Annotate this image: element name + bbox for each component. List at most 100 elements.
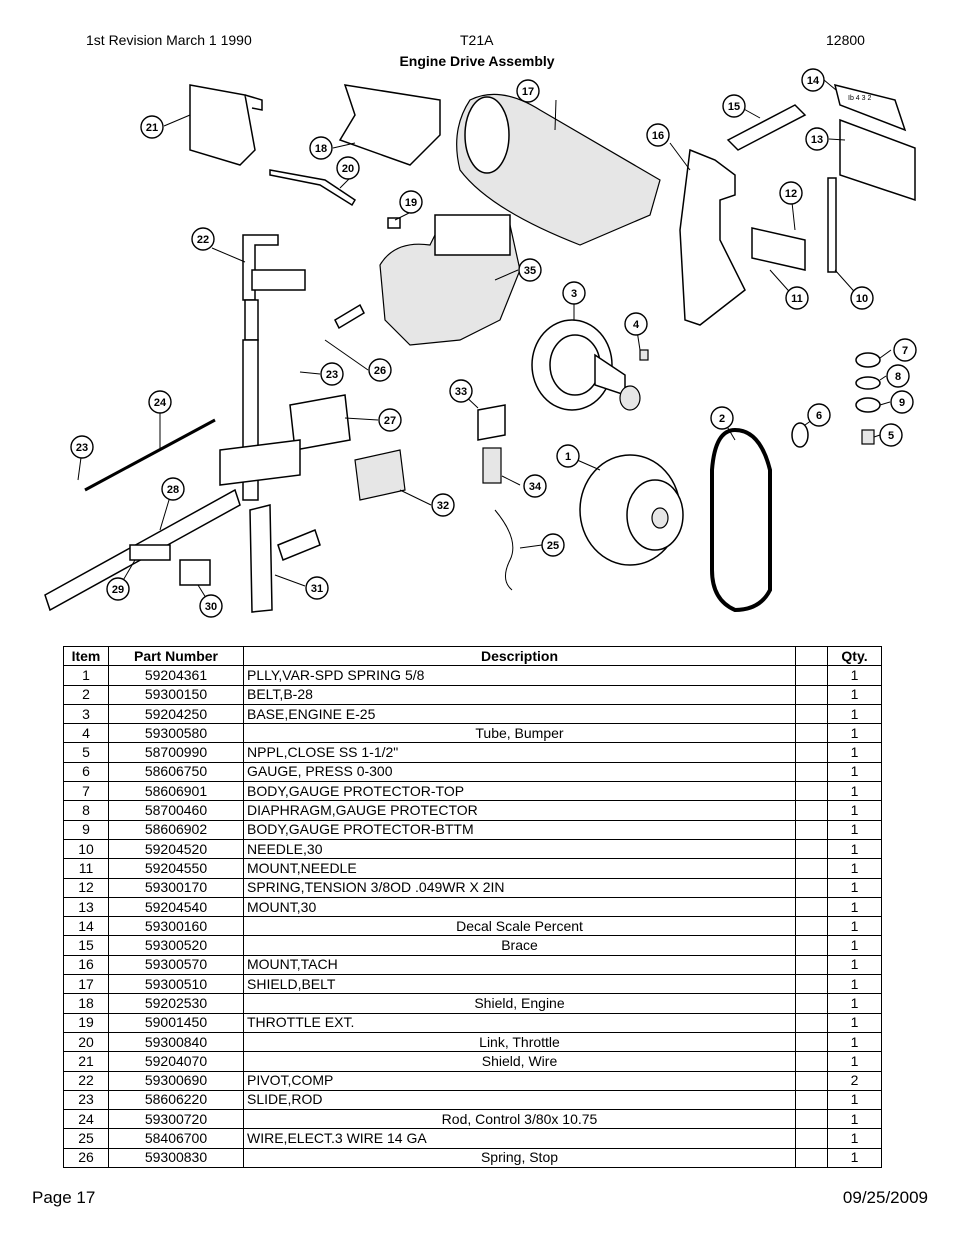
callout-26: 26 <box>368 358 392 382</box>
callout-label: 15 <box>728 101 740 113</box>
part-number-cell: 59204070 <box>108 1051 244 1072</box>
blank-cell <box>795 703 828 725</box>
callout-30: 30 <box>199 594 223 618</box>
connector-34-part <box>482 447 502 484</box>
description-cell: SLIDE,ROD <box>243 1089 796 1111</box>
description-cell: Spring, Stop <box>243 1147 796 1169</box>
callout-31: 31 <box>305 576 329 600</box>
description-cell: Tube, Bumper <box>243 723 796 744</box>
item-cell: 14 <box>63 916 109 937</box>
description-cell: MOUNT,TACH <box>243 954 796 976</box>
item-cell: 18 <box>63 993 109 1014</box>
callout-2: 2 <box>710 406 734 430</box>
callout-label: 6 <box>816 410 822 422</box>
blank-cell <box>795 742 828 763</box>
blank-cell <box>795 858 828 879</box>
description-cell: Brace <box>243 935 796 956</box>
blank-cell <box>795 916 828 937</box>
page-title: Engine Drive Assembly <box>399 53 555 69</box>
description-cell: BODY,GAUGE PROTECTOR-TOP <box>243 781 796 802</box>
part-number-cell: 58606902 <box>108 819 244 840</box>
throttle-ext-part <box>387 217 401 229</box>
description-cell: PIVOT,COMP <box>243 1070 796 1091</box>
item-cell: 23 <box>63 1089 109 1111</box>
part-number-cell: 59204250 <box>108 703 244 725</box>
item-cell: 11 <box>63 858 109 879</box>
item-cell: 21 <box>63 1051 109 1072</box>
callout-12: 12 <box>779 181 803 205</box>
callout-34: 34 <box>523 474 547 498</box>
item-cell: 1 <box>63 665 109 686</box>
description-cell: BELT,B-28 <box>243 684 796 705</box>
bracket-30-part <box>179 559 211 586</box>
item-cell: 20 <box>63 1031 109 1053</box>
qty-cell: 1 <box>827 858 882 879</box>
callout-label: 23 <box>76 442 88 454</box>
callout-3: 3 <box>562 281 586 305</box>
blank-cell <box>795 1128 828 1149</box>
qty-cell: 1 <box>827 800 882 821</box>
header-blank <box>795 645 828 667</box>
callout-11: 11 <box>785 286 809 310</box>
description-cell: NPPL,CLOSE SS 1-1/2" <box>243 742 796 763</box>
item-cell: 25 <box>63 1128 109 1149</box>
part-number-cell: 58700990 <box>108 742 244 763</box>
header-part-number: Part Number <box>108 645 244 667</box>
qty-cell: 1 <box>827 703 882 725</box>
gauge-protector-diaphragm-part <box>855 376 881 390</box>
callout-5: 5 <box>879 423 903 447</box>
callout-label: 25 <box>547 540 559 552</box>
description-cell: WIRE,ELECT.3 WIRE 14 GA <box>243 1128 796 1149</box>
exploded-parts-diagram: Ib 4 3 2 <box>44 68 917 618</box>
item-cell: 13 <box>63 896 109 918</box>
callout-17: 17 <box>516 79 540 103</box>
blank-cell <box>795 935 828 956</box>
callout-label: 24 <box>154 397 167 409</box>
part-number-cell: 59300690 <box>108 1070 244 1091</box>
blank-cell <box>795 1070 828 1091</box>
needle-mount-part <box>751 227 806 271</box>
callout-label: 13 <box>811 134 823 146</box>
callout-label: 33 <box>455 386 467 398</box>
description-cell: NEEDLE,30 <box>243 838 796 860</box>
callout-1: 1 <box>556 444 580 468</box>
bracket-27-part <box>289 394 351 451</box>
blank-cell <box>795 761 828 783</box>
description-cell: GAUGE, PRESS 0-300 <box>243 761 796 783</box>
item-cell: 12 <box>63 877 109 898</box>
callout-label: 17 <box>522 86 534 98</box>
callout-label: 27 <box>384 415 396 427</box>
part-number-cell: 58606750 <box>108 761 244 783</box>
callout-10: 10 <box>850 286 874 310</box>
part-number-cell: 59202530 <box>108 993 244 1014</box>
item-cell: 2 <box>63 684 109 705</box>
qty-cell: 1 <box>827 1089 882 1111</box>
callout-label: 31 <box>311 583 323 595</box>
item-cell: 4 <box>63 723 109 744</box>
part-number-cell: 59001450 <box>108 1012 244 1033</box>
header-item: Item <box>63 645 109 667</box>
part-number-cell: 59300520 <box>108 935 244 956</box>
callout-label: 30 <box>205 601 217 613</box>
header-description: Description <box>243 645 796 667</box>
callout-label: 12 <box>785 188 797 200</box>
description-cell: BODY,GAUGE PROTECTOR-BTTM <box>243 819 796 840</box>
qty-cell: 2 <box>827 1070 882 1091</box>
blank-cell <box>795 1147 828 1169</box>
qty-cell: 1 <box>827 781 882 802</box>
qty-cell: 1 <box>827 916 882 937</box>
callout-28: 28 <box>161 477 185 501</box>
description-cell: Decal Scale Percent <box>243 916 796 937</box>
callout-label: 20 <box>342 163 354 175</box>
part-number-cell: 59300570 <box>108 954 244 976</box>
